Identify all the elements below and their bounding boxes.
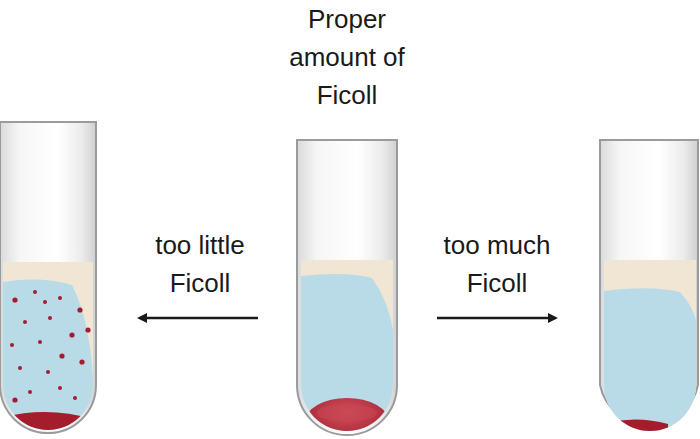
red-cell-dot [43, 300, 47, 304]
tube-left [0, 122, 100, 439]
red-cell-dot [18, 366, 22, 370]
tube-right [600, 140, 700, 439]
red-cell-dot [79, 359, 84, 364]
red-cell-dot [10, 343, 14, 347]
red-cell-dot [77, 307, 82, 312]
arrow-label: too little Ficoll [130, 226, 270, 302]
red-cell-dot [59, 353, 64, 358]
red-cell-dot [46, 370, 50, 374]
arrow-left [140, 317, 258, 320]
red-cell-dot [73, 396, 77, 400]
red-cell-dot [12, 397, 17, 402]
red-cell-dot [23, 320, 27, 324]
red-cell-dot [69, 332, 74, 337]
red-cell-dot [28, 390, 32, 394]
red-cell-dot [85, 327, 90, 332]
arrow-right [437, 317, 555, 320]
arrow-label: too much Ficoll [427, 226, 567, 302]
red-cell-dot [48, 316, 52, 320]
red-cell-dot [33, 290, 37, 294]
tube-caption: Proper amount of Ficoll [272, 0, 422, 114]
red-cell-dot [58, 386, 62, 390]
tube-middle [297, 140, 397, 439]
red-cell-dot [12, 297, 17, 302]
red-cell-dot [58, 296, 62, 300]
red-cell-dot [38, 340, 42, 344]
